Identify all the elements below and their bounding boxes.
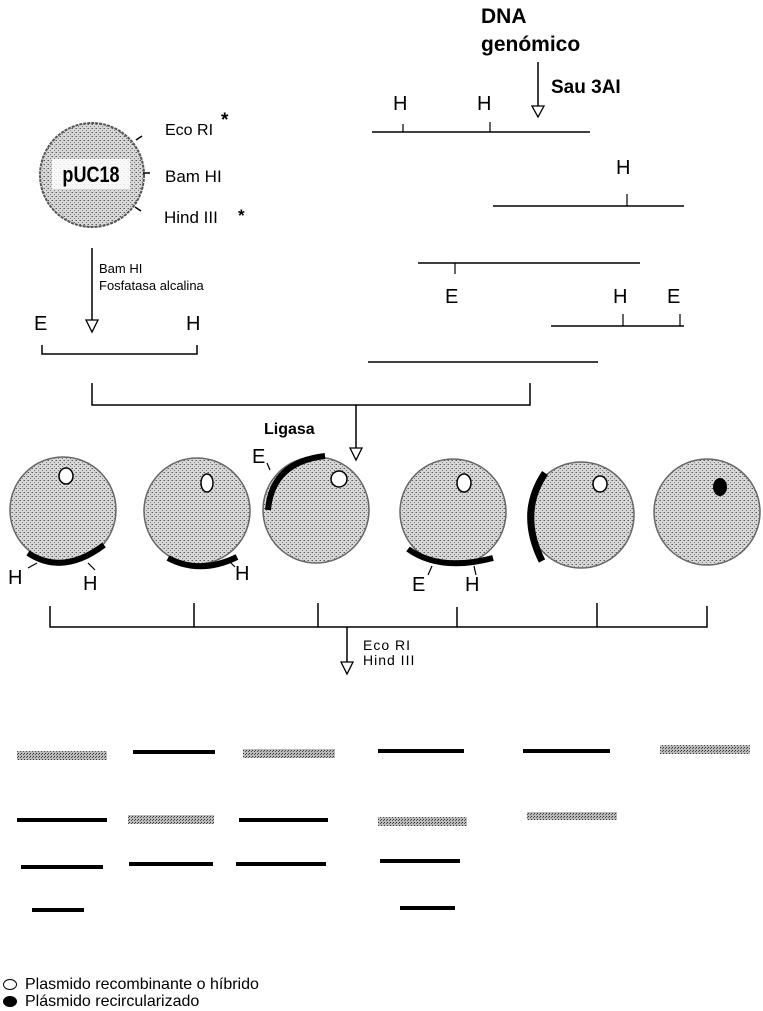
genomic-title-line2: genómico — [481, 33, 580, 56]
legend-recombinant-label: Plasmido recombinante o híbrido — [25, 976, 259, 993]
puc18-digestion: Bam HI Fosfatasa alcalina E H — [34, 248, 205, 354]
band-lane1-4 — [32, 908, 84, 912]
band-lane2-2 — [128, 815, 214, 824]
puc18-label: pUC18 — [62, 163, 119, 187]
fragment2-site-h: H — [616, 157, 630, 179]
genomic-title-line1: DNA — [481, 5, 527, 28]
recombinant-marker-1 — [59, 468, 73, 484]
band-lane6-1 — [660, 745, 750, 754]
linear-end-h: H — [186, 313, 200, 335]
linearized-vector — [42, 345, 197, 354]
open-circle-icon — [3, 979, 17, 990]
band-lane4-4 — [400, 906, 455, 910]
sau3ai-arrow — [532, 62, 544, 117]
genomic-fragment-1: H H — [372, 93, 590, 132]
product2-h: H — [235, 563, 249, 585]
product1-h-left: H — [8, 567, 22, 589]
legend-recircularized: Plásmido recircularizado — [0, 993, 199, 1011]
band-lane3-3 — [236, 862, 326, 866]
genomic-dna-header: DNA genómico Sau 3AI — [481, 5, 621, 117]
fragment1-site-h1: H — [393, 93, 407, 115]
digest-enzyme-label: Bam HI — [99, 261, 142, 276]
product1-h-right: H — [83, 573, 97, 595]
ligasa-label: Ligasa — [264, 421, 315, 438]
band-lane4-1 — [378, 749, 464, 753]
genomic-fragment-3: E — [418, 263, 640, 308]
site-eco-star: * — [221, 110, 229, 131]
product-plasmid-2: H — [144, 458, 250, 585]
ligation-products: H H H E E H — [8, 446, 760, 596]
band-lane2-1 — [133, 750, 215, 754]
product-plasmid-3: E — [252, 446, 369, 563]
product4-h: H — [465, 574, 479, 596]
band-lane1-3 — [21, 865, 103, 869]
digest-line2: Hind III — [363, 652, 415, 668]
product-plasmid-1: H H — [8, 457, 116, 595]
filled-circle-icon — [3, 996, 17, 1007]
product-plasmid-4: E H — [400, 459, 506, 596]
genomic-fragment-4: H E — [551, 286, 684, 326]
recombinant-marker-3 — [331, 471, 347, 487]
band-lane3-2 — [239, 818, 328, 822]
puc18-plasmid: pUC18 Eco RI * Bam HI Hind III * — [40, 110, 245, 227]
recombinant-marker-4 — [457, 474, 471, 492]
fragment4-site-h: H — [613, 286, 627, 308]
fragment4-site-e: E — [667, 286, 680, 308]
fragment3-site-e: E — [445, 286, 458, 308]
digest-treatment-label: Fosfatasa alcalina — [99, 278, 205, 293]
genomic-fragments: H H H E H E — [368, 93, 684, 362]
band-lane4-2 — [378, 817, 467, 826]
product-plasmid-5 — [528, 462, 634, 568]
fragment1-site-h2: H — [477, 93, 491, 115]
recircularized-marker — [713, 478, 727, 496]
digest-line1: Eco RI — [363, 637, 411, 653]
band-lane5-2 — [527, 812, 617, 820]
site-eco-ri: Eco RI — [165, 122, 213, 139]
product-plasmid-6 — [654, 459, 760, 565]
sau3ai-label: Sau 3AI — [551, 77, 621, 98]
product4-e: E — [412, 574, 425, 596]
gel-bands — [17, 745, 750, 912]
legend-recircularized-label: Plásmido recircularizado — [25, 993, 199, 1010]
band-lane1-1 — [17, 751, 107, 760]
site-hind-star: * — [238, 206, 245, 225]
band-lane1-2 — [17, 818, 107, 822]
legend-recombinant: Plasmido recombinante o híbrido — [0, 976, 259, 994]
genomic-fragment-2: H — [493, 157, 684, 206]
recombinant-marker-5 — [593, 476, 607, 492]
product3-e: E — [252, 446, 265, 468]
site-bam-hi: Bam HI — [165, 167, 222, 186]
band-lane2-3 — [129, 862, 213, 866]
recombinant-marker-2 — [201, 474, 213, 492]
linear-end-e: E — [34, 313, 47, 335]
site-hind-iii: Hind III — [164, 208, 218, 227]
band-lane5-1 — [523, 749, 610, 753]
band-lane4-3 — [380, 859, 460, 863]
ligation-step: Ligasa — [92, 383, 530, 460]
digestion-step: Eco RI Hind III — [50, 603, 707, 674]
band-lane3-1 — [243, 749, 335, 758]
